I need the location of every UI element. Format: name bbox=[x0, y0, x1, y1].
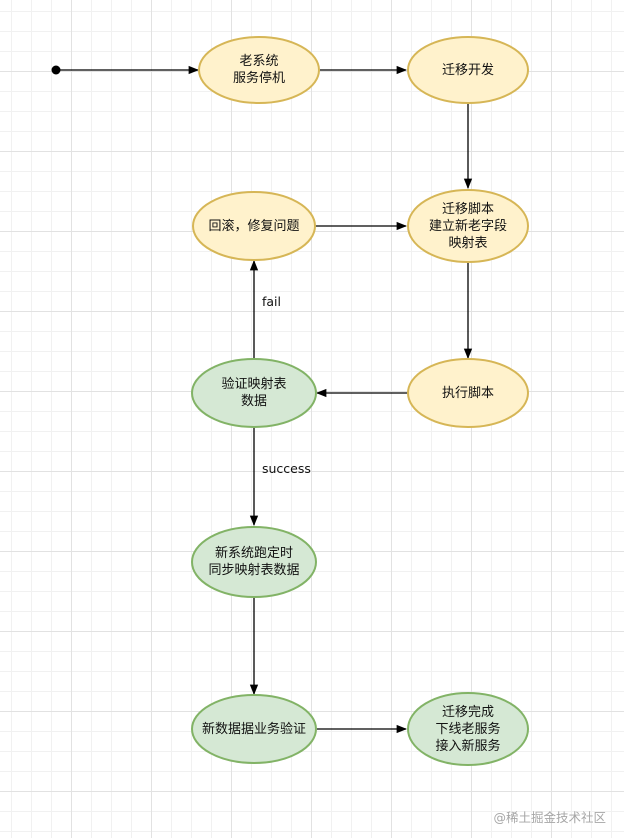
edge-label-fail: fail bbox=[262, 294, 282, 309]
node-run-script bbox=[407, 358, 529, 428]
node-verify-map bbox=[191, 358, 317, 428]
node-sync-job-label: 新系统跑定时 同步映射表数据 bbox=[208, 546, 300, 578]
node-verify-map-label: 验证映射表 数据 bbox=[221, 377, 287, 409]
node-rollback-label: 回滚，修复问题 bbox=[208, 218, 300, 234]
node-verify-biz-label: 新数据据业务验证 bbox=[201, 721, 306, 737]
node-rollback bbox=[192, 191, 316, 261]
node-migrate-dev bbox=[407, 36, 529, 104]
node-done-label: 迁移完成 下线老服务 接入新服务 bbox=[435, 704, 501, 754]
node-migrate-dev-label: 迁移开发 bbox=[441, 62, 494, 78]
node-sync-job bbox=[191, 526, 317, 598]
watermark: @稀土掘金技术社区 bbox=[493, 810, 606, 825]
node-run-script-label: 执行脚本 bbox=[441, 385, 494, 401]
edge-label-success: success bbox=[262, 461, 311, 476]
node-done bbox=[407, 692, 529, 766]
start-point bbox=[51, 65, 61, 75]
node-migrate-script-label: 迁移脚本 建立新老字段 映射表 bbox=[428, 201, 507, 251]
node-verify-biz bbox=[191, 694, 317, 764]
node-old-stop bbox=[198, 36, 320, 104]
node-old-stop-label: 老系统 服务停机 bbox=[232, 54, 285, 86]
node-migrate-script bbox=[407, 189, 529, 263]
